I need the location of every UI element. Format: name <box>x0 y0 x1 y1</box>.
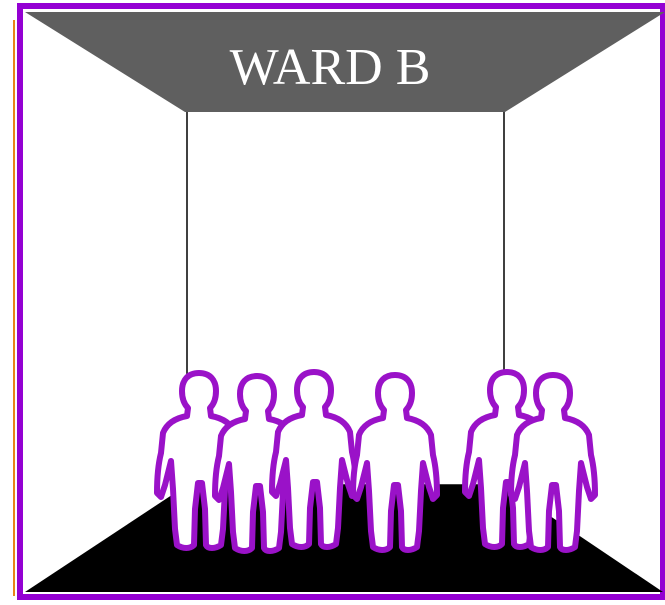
ceiling-panel <box>25 12 665 112</box>
outer-frame <box>17 3 665 600</box>
ward-title: WARD B <box>230 39 431 96</box>
